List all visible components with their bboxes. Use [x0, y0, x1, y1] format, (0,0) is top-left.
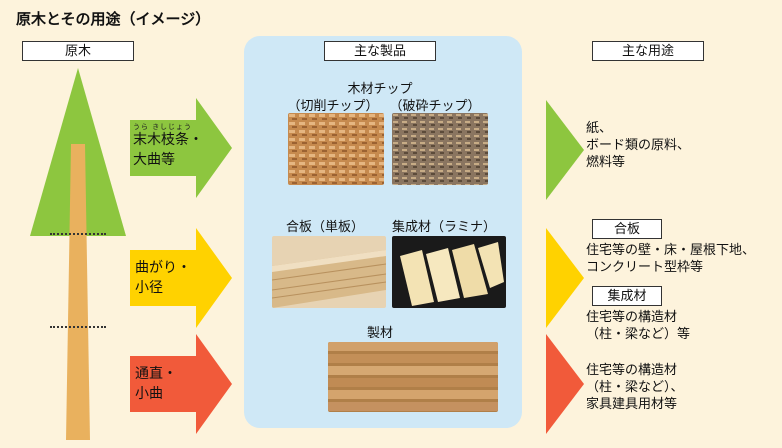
dotted-divider — [50, 233, 106, 235]
arrow-right-bottom — [546, 334, 584, 434]
chip-crush-caption: （破砕チップ） — [389, 99, 481, 114]
tree-trunk — [66, 144, 90, 440]
arrow-bottom-wood: 通直・ 小曲 — [130, 334, 232, 434]
use-lumber-line3: 家具建具用材等 — [586, 397, 678, 412]
arrow-top-wood: うら き しじょう 末木枝条・ 大曲等 — [130, 98, 232, 198]
ruby-shijou: しじょう — [160, 123, 192, 131]
dotted-divider — [50, 326, 106, 328]
arrow-top-line2: 大曲等 — [133, 152, 175, 168]
arrow-bottom-line1: 通直・ — [135, 366, 177, 382]
arrow-right-middle — [546, 228, 584, 328]
glulam-photo — [392, 236, 506, 308]
use-top-line1: 紙、 — [586, 121, 613, 136]
use-lumber-line1: 住宅等の構造材 — [586, 363, 678, 378]
glulam-caption: 集成材（ラミナ） — [391, 220, 496, 235]
plywood-use-label: 合板 — [592, 219, 662, 239]
crushed-chip-photo — [392, 113, 488, 185]
tree-illustration — [30, 68, 126, 440]
page-title: 原木とその用途（イメージ） — [16, 10, 211, 28]
ruby-ura-ki: うら き — [133, 123, 161, 131]
glulam-use-label: 集成材 — [592, 286, 662, 306]
arrow-middle-line1: 曲がり・ — [135, 260, 191, 276]
lumber-caption: 製材 — [366, 326, 393, 341]
use-top-line2: ボード類の原料、 — [586, 138, 691, 153]
use-lumber-line2: （柱・梁など）、 — [586, 380, 684, 395]
cut-chip-photo — [288, 113, 384, 185]
uses-header: 主な用途 — [592, 41, 704, 61]
plywood-photo — [272, 236, 386, 308]
arrow-top-line1: 末木枝条・ — [133, 132, 203, 148]
chips-title: 木材チップ — [347, 82, 413, 97]
use-plywood-line2: コンクリート型枠等 — [586, 260, 704, 275]
plywood-caption: 合板（単板） — [285, 220, 364, 235]
products-header: 主な製品 — [324, 41, 436, 61]
use-top-line3: 燃料等 — [586, 155, 626, 170]
use-plywood-line1: 住宅等の壁・床・屋根下地、 — [586, 243, 756, 258]
arrow-right-top — [546, 100, 584, 200]
lumber-photo — [328, 342, 498, 412]
log-header: 原木 — [22, 41, 134, 61]
use-glulam-line2: （柱・梁など）等 — [586, 327, 691, 342]
arrow-bottom-line2: 小曲 — [135, 386, 163, 402]
arrow-middle-wood: 曲がり・ 小径 — [130, 228, 232, 328]
use-glulam-line1: 住宅等の構造材 — [586, 310, 678, 325]
arrow-middle-line2: 小径 — [135, 280, 163, 296]
chip-cut-caption: （切削チップ） — [287, 99, 379, 114]
